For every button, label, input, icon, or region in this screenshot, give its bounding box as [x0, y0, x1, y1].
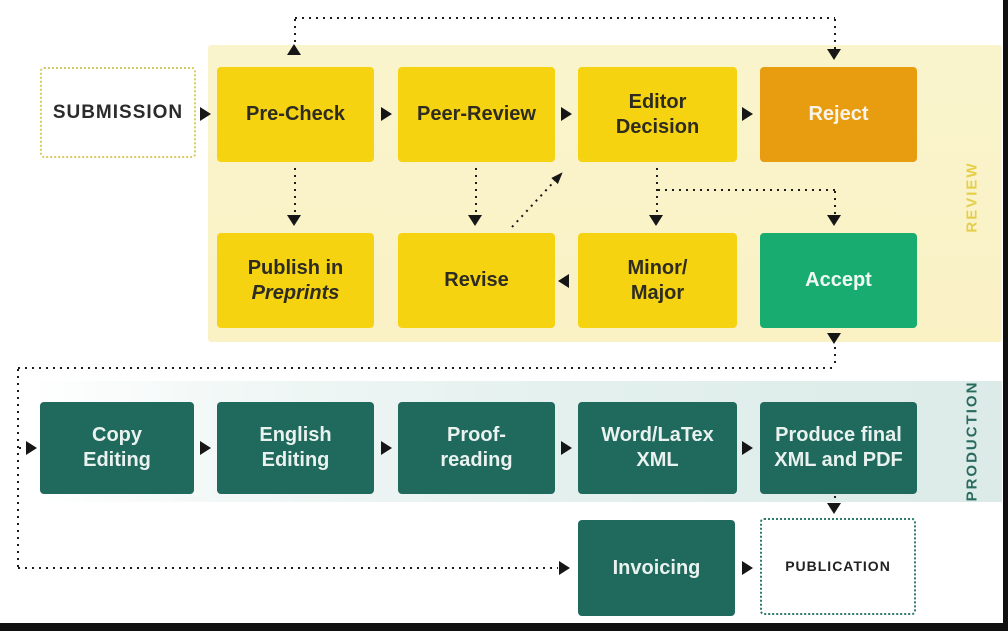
node-proof-reading-line1: Proof-: [447, 424, 506, 446]
connector-into-copyediting: [19, 447, 26, 449]
arrowhead-down-icon: [827, 503, 841, 514]
node-proof-reading: Proof- reading: [398, 402, 555, 494]
letterbox-right-bar: [1003, 0, 1008, 631]
node-copy-editing: Copy Editing: [40, 402, 194, 494]
connector-precheck-reject-down: [834, 19, 836, 49]
node-accept-label: Accept: [805, 269, 872, 291]
node-reject: Reject: [760, 67, 917, 162]
node-accept: Accept: [760, 233, 917, 328]
arrowhead-right-icon: [561, 107, 572, 121]
node-peer-review: Peer-Review: [398, 67, 555, 162]
arrowhead-down-icon: [827, 333, 841, 344]
connector-revise-editordecision-diagonal: [511, 172, 563, 228]
review-section-label: REVIEW: [963, 161, 981, 233]
node-editor-decision-line2: Decision: [615, 115, 700, 138]
node-minor-major: Minor/ Major: [578, 233, 737, 328]
connector-precheck-reject-top: [295, 17, 835, 19]
node-reject-label: Reject: [808, 103, 869, 125]
arrowhead-right-icon: [559, 561, 570, 575]
node-submission: SUBMISSION: [40, 67, 196, 158]
arrowhead-up-icon: [287, 44, 301, 55]
arrowhead-down-icon: [827, 215, 841, 226]
node-minor-major-line1: Minor/: [627, 256, 688, 279]
connector-editordecision-minormajor: [656, 168, 658, 216]
node-publish-preprints-line1: Publish in: [247, 256, 344, 279]
arrowhead-down-icon: [468, 215, 482, 226]
arrowhead-down-icon: [649, 215, 663, 226]
node-produce-final-line1: Produce final: [775, 424, 902, 446]
connector-precheck-reject-up: [294, 19, 296, 45]
node-copy-editing-line1: Copy: [92, 424, 142, 446]
letterbox-bottom-bar: [0, 623, 1008, 631]
arrowhead-right-icon: [381, 107, 392, 121]
node-submission-label: SUBMISSION: [52, 101, 184, 123]
connector-precheck-preprints: [294, 168, 296, 216]
arrowhead-down-icon: [827, 49, 841, 60]
node-publish-preprints-line2: Preprints: [251, 281, 340, 304]
node-editor-decision: Editor Decision: [578, 67, 737, 162]
connector-editordecision-accept-vertical: [834, 191, 836, 215]
arrowhead-right-icon: [200, 107, 211, 121]
node-pre-check: Pre-Check: [217, 67, 374, 162]
connector-into-invoicing: [18, 567, 558, 569]
node-english-editing: English Editing: [217, 402, 374, 494]
node-pre-check-label: Pre-Check: [246, 103, 345, 125]
connector-accept-left-horizontal: [18, 367, 836, 369]
arrowhead-right-icon: [742, 441, 753, 455]
arrowhead-right-icon: [200, 441, 211, 455]
node-word-latex-xml-line2: XML: [636, 449, 679, 471]
connector-editordecision-accept-horizontal: [658, 189, 836, 191]
node-proof-reading-line2: reading: [440, 449, 513, 471]
node-invoicing-label: Invoicing: [612, 556, 701, 579]
node-copy-editing-line2: Editing: [83, 449, 151, 471]
arrowhead-right-icon: [26, 441, 37, 455]
arrowhead-right-icon: [381, 441, 392, 455]
arrowhead-down-icon: [287, 215, 301, 226]
node-english-editing-line2: Editing: [261, 449, 330, 471]
arrowhead-left-icon: [558, 274, 569, 288]
node-produce-final: Produce final XML and PDF: [760, 402, 917, 494]
connector-left-vertical: [17, 369, 19, 569]
connector-accept-down: [834, 347, 836, 368]
arrowhead-right-icon: [742, 561, 753, 575]
node-revise-label: Revise: [444, 269, 509, 291]
connector-produce-publication: [834, 496, 836, 503]
node-revise: Revise: [398, 233, 555, 328]
node-peer-review-label: Peer-Review: [417, 103, 536, 125]
node-produce-final-line2: XML and PDF: [774, 449, 903, 471]
node-invoicing: Invoicing: [578, 520, 735, 616]
node-word-latex-xml: Word/LaTex XML: [578, 402, 737, 494]
node-word-latex-xml-line1: Word/LaTex: [601, 424, 714, 446]
node-publication-label: PUBLICATION: [785, 557, 891, 574]
node-editor-decision-line1: Editor: [628, 90, 687, 113]
connector-peerreview-revise: [475, 168, 477, 216]
node-publication: PUBLICATION: [760, 518, 916, 615]
arrowhead-right-icon: [561, 441, 572, 455]
arrowhead-right-icon: [742, 107, 753, 121]
node-english-editing-line1: English: [259, 424, 332, 446]
node-publish-preprints: Publish in Preprints: [217, 233, 374, 328]
node-minor-major-line2: Major: [630, 281, 685, 304]
production-section-label: PRODUCTION: [963, 380, 981, 502]
